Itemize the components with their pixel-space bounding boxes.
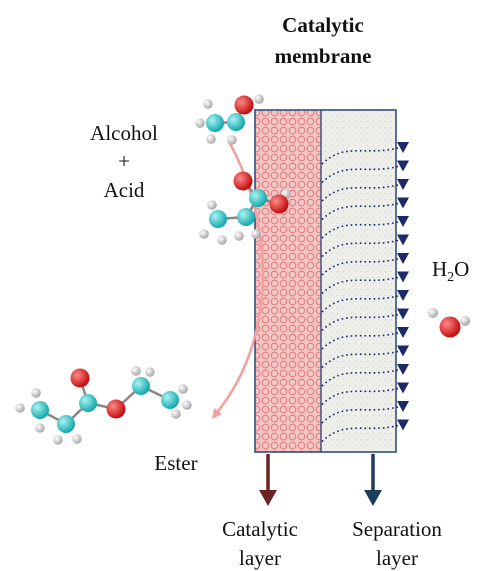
permeation-arrowhead-icon: [397, 253, 409, 264]
permeation-line: [321, 184, 399, 202]
water-molecule-icon: [428, 308, 470, 338]
reactant-label-alcohol: Alcohol: [90, 121, 158, 145]
separation-layer-outlet-arrow: [364, 454, 382, 506]
permeation-line: [321, 332, 399, 350]
water-label: H2O: [432, 257, 469, 285]
propanoic-acid-molecule-icon: [199, 171, 291, 245]
permeate-flow-lines: [321, 142, 409, 443]
permeation-arrowhead-icon: [397, 364, 409, 375]
permeation-arrowhead-icon: [397, 401, 409, 412]
permeation-line: [321, 313, 399, 332]
permeation-line: [321, 369, 399, 387]
permeation-line: [321, 147, 399, 165]
permeation-arrowhead-icon: [397, 290, 409, 301]
product-label: Ester: [154, 451, 197, 475]
catalytic-layer-label-line2: layer: [239, 546, 281, 570]
permeation-line: [321, 295, 399, 313]
permeation-arrowhead-icon: [397, 382, 409, 394]
permeation-line: [321, 406, 399, 424]
reactant-label-acid: Acid: [104, 178, 145, 202]
permeation-arrowhead-icon: [397, 179, 409, 190]
separation-layer-region: [321, 110, 396, 452]
permeation-arrowhead-icon: [397, 197, 409, 209]
membrane-title-line2: membrane: [275, 44, 372, 68]
reactant-label-plus: +: [118, 149, 130, 173]
permeation-arrowhead-icon: [397, 327, 409, 338]
permeation-line: [321, 202, 399, 221]
permeation-arrowhead-icon: [397, 234, 409, 246]
water-label-o: O: [454, 257, 469, 281]
water-label-subscript: 2: [447, 270, 454, 285]
water-label-h: H: [432, 257, 447, 281]
permeation-line: [321, 239, 399, 258]
permeation-line: [321, 424, 399, 443]
permeation-line: [321, 350, 399, 369]
separation-layer-label-line2: layer: [376, 546, 418, 570]
catalytic-layer-pattern: [255, 110, 321, 452]
ester-molecule-icon: [15, 366, 192, 445]
permeation-arrowhead-icon: [397, 216, 409, 227]
permeation-arrowhead-icon: [397, 271, 409, 283]
permeation-arrowhead-icon: [397, 419, 409, 431]
permeation-line: [321, 165, 399, 184]
permeation-line: [321, 276, 399, 295]
ethanol-molecule-icon: [195, 94, 264, 145]
permeation-arrowhead-icon: [397, 142, 409, 153]
catalytic-layer-outlet-arrow: [259, 454, 277, 506]
permeation-arrowhead-icon: [397, 345, 409, 357]
separation-layer-label-line1: Separation: [352, 517, 442, 541]
permeation-line: [321, 387, 399, 406]
membrane-title-line1: Catalytic: [282, 13, 364, 37]
permeation-line: [321, 258, 399, 276]
catalytic-layer-label-line1: Catalytic: [222, 517, 298, 541]
permeation-arrowhead-icon: [397, 308, 409, 320]
membrane-frame: [254, 109, 397, 453]
permeation-arrowhead-icon: [397, 160, 409, 172]
permeation-line: [321, 221, 399, 239]
reaction-path-arrow: [211, 139, 265, 419]
membrane: [254, 109, 409, 453]
